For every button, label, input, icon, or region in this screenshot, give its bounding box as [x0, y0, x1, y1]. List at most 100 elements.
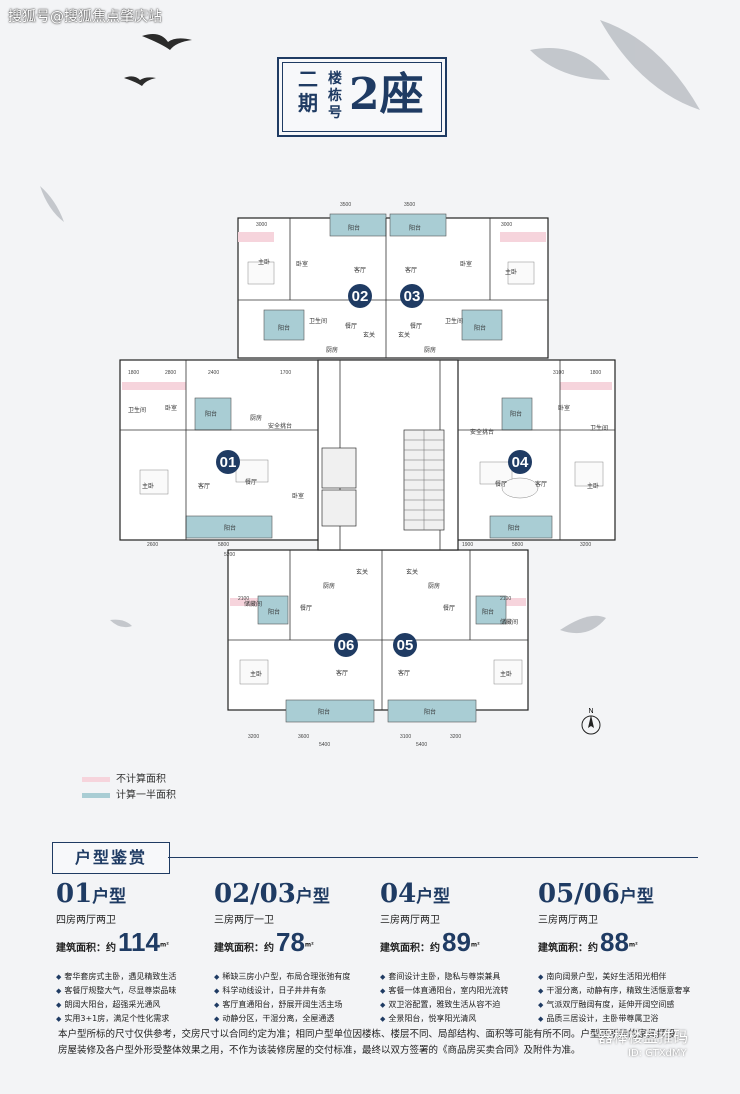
- building-title-box: 二期 楼栋号 2座: [277, 57, 447, 137]
- feature-list: 奢华套房式主卧，遇见精致生活 客餐厅规整大气，尽显尊崇品味 朗阔大阳台，超强采光…: [56, 970, 226, 1026]
- svg-text:3100: 3100: [400, 734, 411, 740]
- svg-text:储藏间: 储藏间: [500, 618, 518, 626]
- feature-item: 南向阔景户型，美好生活阳光相伴: [538, 970, 708, 984]
- feature-item: 套间设计主卧，隐私与尊崇兼具: [380, 970, 550, 984]
- watermark-bottom-id: ID: GTXdMY: [628, 1048, 687, 1059]
- svg-text:1900: 1900: [462, 542, 473, 548]
- svg-text:3500: 3500: [340, 202, 351, 208]
- svg-text:1700: 1700: [280, 370, 291, 376]
- svg-text:主卧: 主卧: [587, 482, 599, 490]
- svg-text:主卧: 主卧: [505, 268, 517, 276]
- unit-type-05-06: 05/06户型 三房两厅两卫 建筑面积：约88m² 南向阔景户型，美好生活阳光相…: [538, 880, 708, 1026]
- svg-text:卫生间: 卫生间: [590, 424, 608, 432]
- svg-text:3200: 3200: [580, 542, 591, 548]
- svg-text:主卧: 主卧: [258, 258, 270, 266]
- svg-text:3200: 3200: [450, 734, 461, 740]
- svg-text:卧室: 卧室: [460, 260, 472, 268]
- legend-label: 不计算面积: [116, 774, 166, 785]
- section-title: 户型鉴赏: [52, 842, 170, 874]
- svg-text:2100: 2100: [238, 596, 249, 602]
- unit-type-name: 01户型: [56, 879, 127, 909]
- feature-list: 南向阔景户型，美好生活阳光相伴 干湿分离，动静有序，精致生活惬意奢享 气派双厅融…: [538, 970, 708, 1026]
- compass-icon: N: [581, 708, 601, 735]
- unit-label-06: 06: [338, 637, 355, 654]
- watermark-bottom: 器棒楼盘推码: [598, 1028, 689, 1046]
- legend-label: 计算一半面积: [116, 790, 176, 801]
- svg-text:玄关: 玄关: [398, 331, 410, 339]
- unit-type-desc: 三房两厅两卫: [380, 915, 440, 926]
- svg-text:卫生间: 卫生间: [445, 317, 463, 325]
- svg-text:安全挑台: 安全挑台: [470, 428, 494, 436]
- svg-text:卧室: 卧室: [558, 404, 570, 412]
- feature-list: 稀缺三房小户型，布局合理张弛有度 科学动线设计，日子井井有条 客厅直通阳台，舒展…: [214, 970, 384, 1026]
- feature-item: 朗阔大阳台，超强采光通风: [56, 998, 226, 1012]
- floor-plan: 阳台阳台 客厅客厅 主卧卧室 卧室主卧 阳台阳台 餐厅餐厅 卫生间卫生间 玄关玄…: [40, 20, 700, 748]
- svg-text:主卧: 主卧: [500, 670, 512, 678]
- unit-type-name: 04户型: [380, 879, 451, 909]
- feature-list: 套间设计主卧，隐私与尊崇兼具 客餐一体直通阳台，室内阳光流转 双卫浴配置，雅致生…: [380, 970, 550, 1026]
- feature-item: 品质三居设计，主卧带尊属卫浴: [538, 1012, 708, 1026]
- watermark-top: 搜狐号@搜狐焦点肇庆站: [8, 9, 162, 25]
- svg-text:阳台: 阳台: [424, 708, 436, 716]
- feature-item: 奢华套房式主卧，遇见精致生活: [56, 970, 226, 984]
- svg-text:阳台: 阳台: [278, 324, 290, 332]
- compass-label: N: [588, 708, 593, 715]
- svg-text:5800: 5800: [512, 542, 523, 548]
- unit-type-area: 建筑面积：约78m²: [214, 927, 314, 957]
- unit-label-05: 05: [397, 637, 414, 654]
- svg-text:玄关: 玄关: [363, 331, 375, 339]
- svg-text:阳台: 阳台: [318, 708, 330, 716]
- unit-type-02-03: 02/03户型 三房两厅一卫 建筑面积：约78m² 稀缺三房小户型，布局合理张弛…: [214, 880, 384, 1026]
- svg-text:厨房: 厨房: [428, 582, 440, 590]
- bird-decoration-icon: [124, 34, 192, 86]
- svg-text:玄关: 玄关: [356, 568, 368, 576]
- unit-type-area: 建筑面积：约114m²: [56, 927, 169, 957]
- unit-type-area: 建筑面积：约89m²: [380, 927, 480, 957]
- svg-text:卫生间: 卫生间: [309, 317, 327, 325]
- unit-type-area: 建筑面积：约88m²: [538, 927, 638, 957]
- svg-text:卫生间: 卫生间: [128, 406, 146, 414]
- svg-text:阳台: 阳台: [348, 224, 360, 232]
- feature-item: 全景阳台，悦享阳光清风: [380, 1012, 550, 1026]
- feature-item: 双卫浴配置，雅致生活从容不迫: [380, 998, 550, 1012]
- svg-text:阳台: 阳台: [510, 410, 522, 418]
- svg-text:厨房: 厨房: [326, 346, 338, 354]
- unit-label-04: 04: [512, 454, 529, 471]
- svg-text:1800: 1800: [590, 370, 601, 376]
- svg-text:餐厅: 餐厅: [245, 478, 257, 486]
- svg-text:5400: 5400: [319, 742, 330, 748]
- svg-text:客厅: 客厅: [535, 480, 547, 488]
- svg-text:客厅: 客厅: [405, 266, 417, 274]
- svg-text:玄关: 玄关: [406, 568, 418, 576]
- svg-text:厨房: 厨房: [323, 582, 335, 590]
- svg-text:主卧: 主卧: [250, 670, 262, 678]
- svg-text:储藏间: 储藏间: [244, 600, 262, 608]
- svg-text:2800: 2800: [165, 370, 176, 376]
- svg-text:餐厅: 餐厅: [443, 604, 455, 612]
- svg-text:厨房: 厨房: [250, 414, 262, 422]
- svg-text:2100: 2100: [500, 596, 511, 602]
- disclaimer: 本户型所标的尺寸仅供参考，交房尺寸以合同约定为准；相同户型单位因楼栋、楼层不同、…: [58, 1029, 686, 1056]
- svg-text:2600: 2600: [147, 542, 158, 548]
- feature-item: 科学动线设计，日子井井有条: [214, 984, 384, 998]
- unit-label-03: 03: [404, 288, 421, 305]
- svg-text:餐厅: 餐厅: [410, 322, 422, 330]
- legend-swatch-pink: [82, 776, 110, 782]
- feature-item: 气派双厅融阔有度，延伸开阔空间感: [538, 998, 708, 1012]
- svg-text:客厅: 客厅: [398, 669, 410, 677]
- svg-text:客厅: 客厅: [354, 266, 366, 274]
- svg-text:安全挑台: 安全挑台: [268, 422, 292, 430]
- svg-text:阳台: 阳台: [409, 224, 421, 232]
- unit-type-desc: 四房两厅两卫: [56, 915, 116, 926]
- svg-text:5400: 5400: [416, 742, 427, 748]
- unit-type-01: 01户型 四房两厅两卫 建筑面积：约114m² 奢华套房式主卧，遇见精致生活 客…: [56, 880, 226, 1026]
- feature-item: 实用3+1房，满足个性化需求: [56, 1012, 226, 1026]
- feature-item: 干湿分离，动静有序，精致生活惬意奢享: [538, 984, 708, 998]
- svg-text:阳台: 阳台: [482, 608, 494, 616]
- svg-text:餐厅: 餐厅: [300, 604, 312, 612]
- unit-label-01: 01: [220, 454, 237, 471]
- feature-item: 稀缺三房小户型，布局合理张弛有度: [214, 970, 384, 984]
- svg-text:餐厅: 餐厅: [495, 480, 507, 488]
- svg-text:阳台: 阳台: [205, 410, 217, 418]
- unit-type-desc: 三房两厅两卫: [538, 915, 598, 926]
